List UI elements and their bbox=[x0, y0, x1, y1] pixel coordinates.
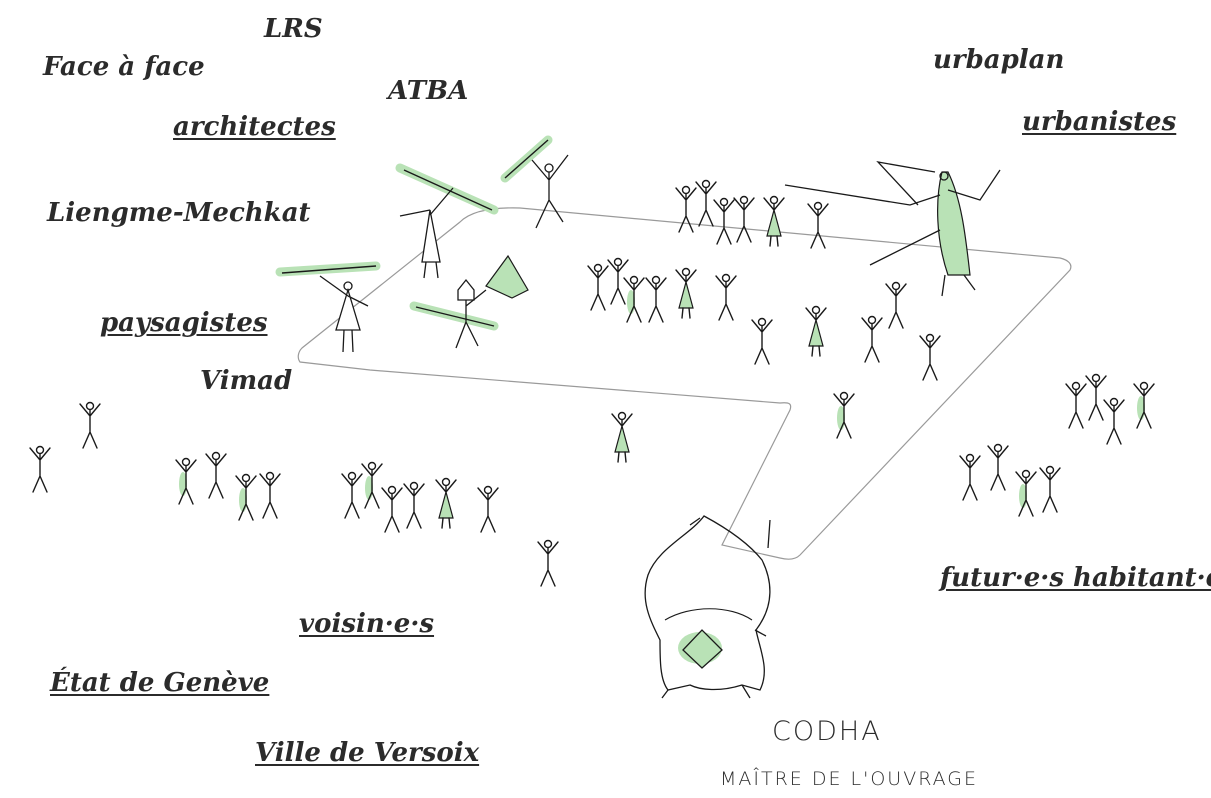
urbanist-figure bbox=[785, 162, 1000, 296]
inhabitants-crowd bbox=[960, 375, 1154, 517]
architect-figure-2 bbox=[505, 140, 568, 228]
neighbours-crowd bbox=[30, 403, 558, 587]
site-crowd bbox=[588, 181, 940, 463]
landscape-figure-1 bbox=[280, 266, 376, 352]
architect-figure-1 bbox=[400, 168, 494, 278]
landscape-figure-2 bbox=[414, 256, 528, 348]
codha-figure bbox=[645, 516, 770, 698]
